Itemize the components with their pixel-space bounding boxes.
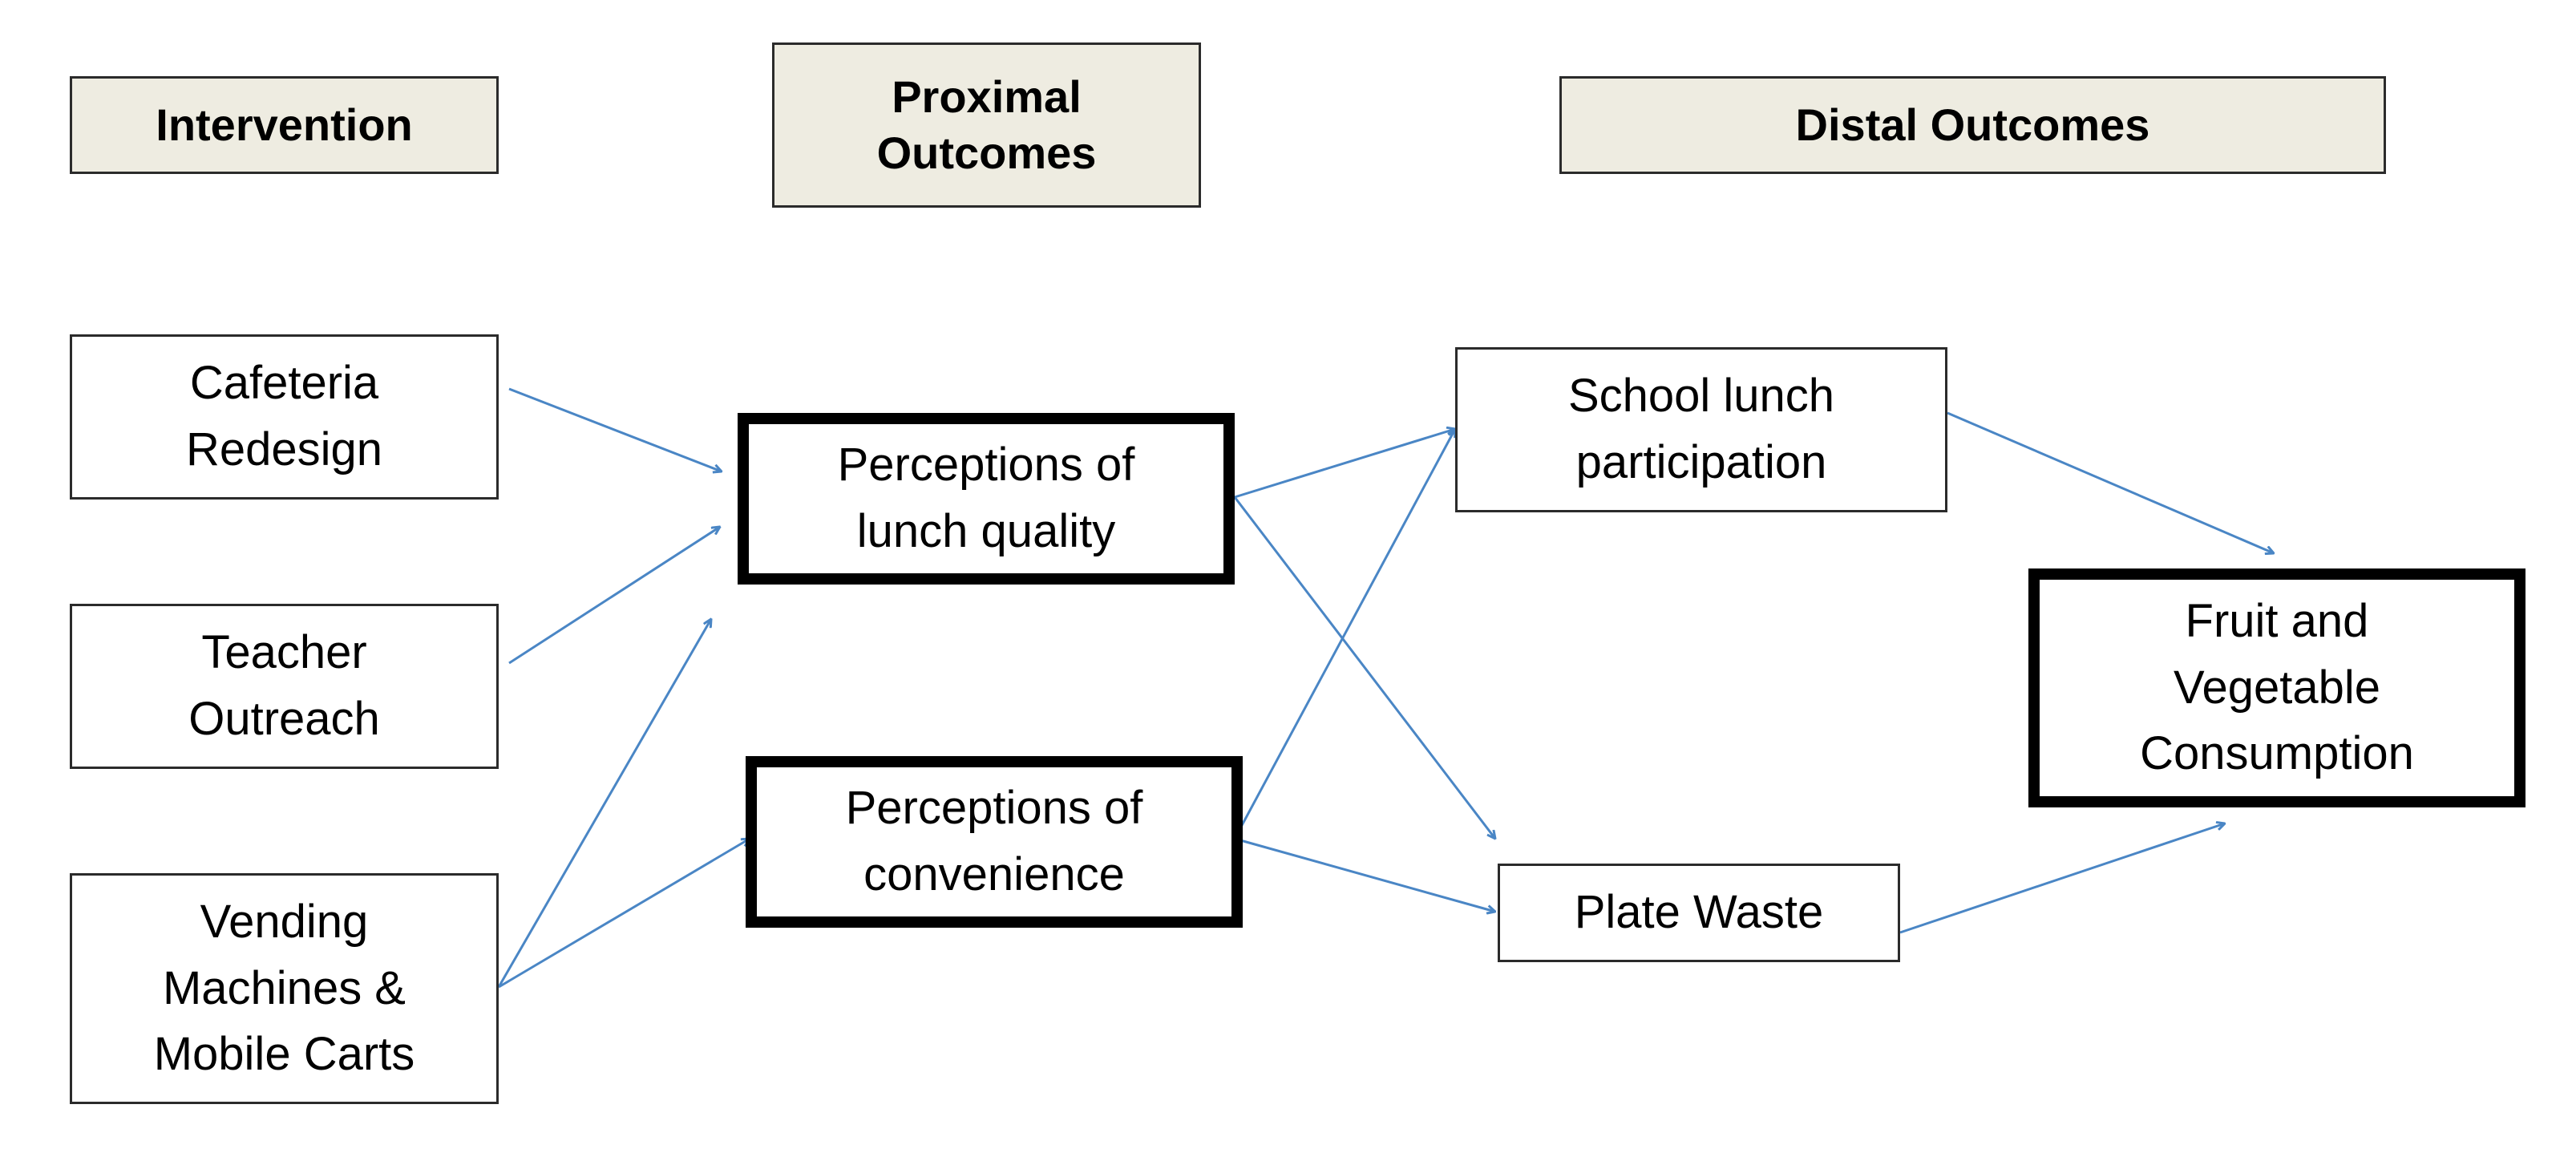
arrow-lunch-quality-to-participation [1234,429,1455,499]
node-perceptions-lunch-quality-label: Perceptions of lunch quality [837,439,1135,557]
header-distal-outcomes: Distal Outcomes [1559,76,2386,174]
node-school-lunch-participation-label: School lunch participation [1567,370,1835,488]
arrow-vending-to-lunch-quality [497,619,711,988]
header-proximal-outcomes: Proximal Outcomes [772,42,1201,208]
node-vending-machines-label: Vending Machines & Mobile Carts [153,895,415,1081]
arrow-convenience-to-plate-waste [1234,837,1495,912]
node-perceptions-convenience-label: Perceptions of convenience [845,782,1143,900]
arrow-vending-to-convenience [498,839,750,989]
node-fruit-vegetable-consumption-label: Fruit and Vegetable Consumption [2140,594,2414,780]
node-school-lunch-participation: School lunch participation [1455,347,1947,512]
node-cafeteria-redesign-label: Cafeteria Redesign [185,357,383,475]
header-proximal-outcomes-label: Proximal Outcomes [876,71,1097,178]
node-plate-waste: Plate Waste [1498,864,1900,962]
arrow-plate-waste-to-consumption [1899,823,2225,934]
header-distal-outcomes-label: Distal Outcomes [1795,99,2150,150]
arrow-convenience-to-participation [1233,429,1455,839]
arrow-participation-to-consumption [1947,411,2274,553]
arrow-teacher-to-lunch-quality [508,527,720,665]
node-perceptions-convenience: Perceptions of convenience [746,756,1243,928]
header-intervention-label: Intervention [156,99,413,150]
node-perceptions-lunch-quality: Perceptions of lunch quality [738,413,1235,585]
node-teacher-outreach: Teacher Outreach [70,604,499,769]
node-teacher-outreach-label: Teacher Outreach [188,626,380,745]
arrow-cafeteria-to-lunch-quality [508,387,722,471]
node-vending-machines: Vending Machines & Mobile Carts [70,873,499,1104]
arrow-lunch-quality-to-plate-waste [1233,496,1495,839]
node-fruit-vegetable-consumption: Fruit and Vegetable Consumption [2028,568,2525,807]
header-intervention: Intervention [70,76,499,174]
node-cafeteria-redesign: Cafeteria Redesign [70,334,499,500]
node-plate-waste-label: Plate Waste [1574,886,1824,939]
